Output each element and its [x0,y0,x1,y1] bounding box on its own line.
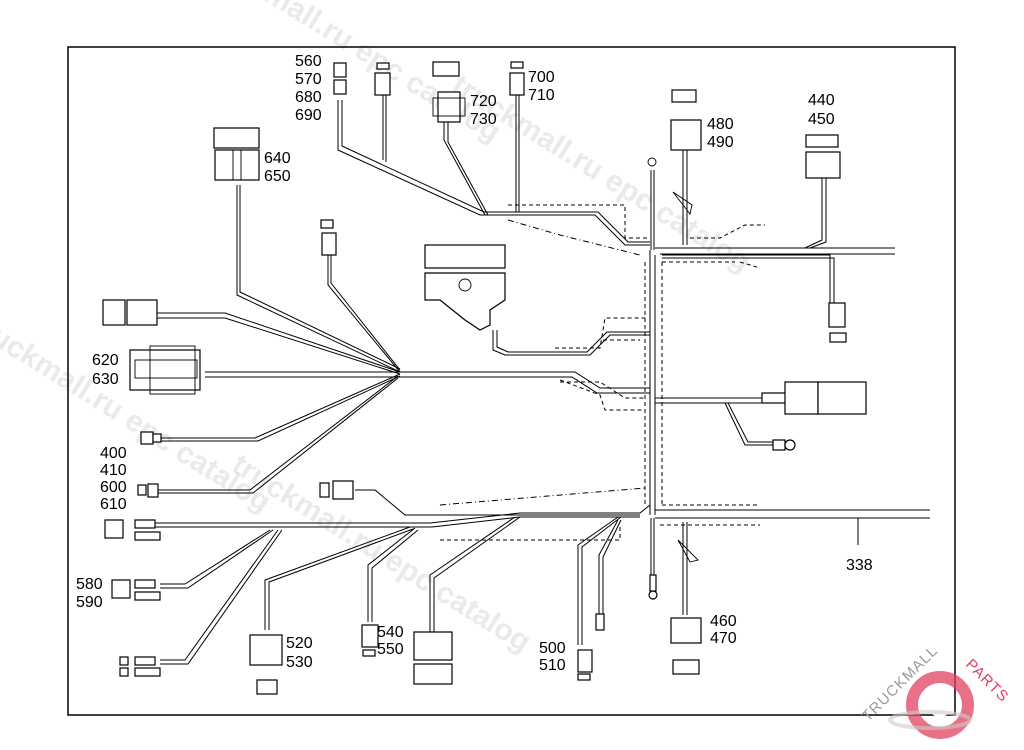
callout-label: 460 [710,613,737,630]
callout-label: 710 [528,87,555,104]
callout-label: 690 [295,107,322,124]
connector-460 [670,617,702,675]
callout-label: 338 [846,557,873,574]
watermark: truckmall.ru epc catalog truckmall.ru ep… [0,0,756,659]
callout-540: 540 550 [377,624,404,658]
sensor-400 [140,431,162,445]
callout-label: 610 [100,496,127,513]
callout-580: 580 590 [76,576,103,611]
callout-label: 580 [76,576,103,593]
connector-lower-mid [319,480,354,500]
connector-right-small [828,302,847,343]
callout-label: 440 [808,92,835,109]
callout-label: 570 [295,71,322,88]
connector-mid-left [102,299,158,326]
callout-400: 400 410 600 610 [100,445,127,513]
connector-580 [111,579,161,601]
callout-label: 650 [264,168,291,185]
callout-label: 520 [286,635,313,652]
callout-label: 560 [295,53,322,70]
connector-520 [249,634,283,695]
connector-720 [432,61,466,123]
diagram-frame [67,46,956,716]
callout-460: 460 470 [710,613,737,647]
callout-label: 680 [295,89,322,106]
connector-640 [213,127,260,181]
callout-640: 640 650 [264,150,291,185]
truckmall-parts-logo: TRUCKMALL PARTS [859,642,1012,739]
callout-500: 500 510 [539,640,566,674]
callout-label: 550 [377,641,404,658]
connector-560 [333,62,391,96]
callout-label: 480 [707,116,734,133]
callout-560: 560 570 680 690 [295,53,322,124]
sensor-right [772,439,796,451]
callout-440: 440 450 [808,92,835,128]
connector-440 [805,134,841,179]
callout-label: 510 [539,657,566,674]
connector-block [413,631,453,685]
connector-620 [129,345,201,395]
connector-500 [577,613,605,681]
callout-620: 620 630 [92,352,119,388]
callout-700: 700 710 [528,69,555,104]
connector-left-660 [119,656,161,677]
callout-480: 480 490 [707,116,734,151]
callout-520: 520 530 [286,635,313,671]
callout-label: 450 [808,111,835,128]
callout-label: 470 [710,630,737,647]
callout-label: 620 [92,352,119,369]
connector-upper-small [320,219,337,256]
connector-left-523 [104,519,161,541]
callout-720: 720 730 [470,93,497,128]
callout-label: 700 [528,69,555,86]
callout-label: 400 [100,445,127,462]
callout-label: 640 [264,150,291,167]
connector-ecu [424,244,506,331]
callout-label: 500 [539,640,566,657]
callout-label: 730 [470,111,497,128]
callout-label: 590 [76,594,103,611]
callout-label: 600 [100,479,127,496]
connector-big-right [761,381,867,415]
callout-label: 490 [707,134,734,151]
callout-label: 630 [92,371,119,388]
connector-480 [647,89,702,167]
callout-label: 540 [377,624,404,641]
callout-label: 530 [286,654,313,671]
ground-bottom [648,574,658,600]
connector-600 [137,483,159,498]
harness-lines [155,95,930,665]
callout-label: 410 [100,462,127,479]
callout-338: 338 [846,557,873,574]
callout-label: 720 [470,93,497,110]
connector-540 [361,624,379,657]
connector-700 [509,61,525,96]
